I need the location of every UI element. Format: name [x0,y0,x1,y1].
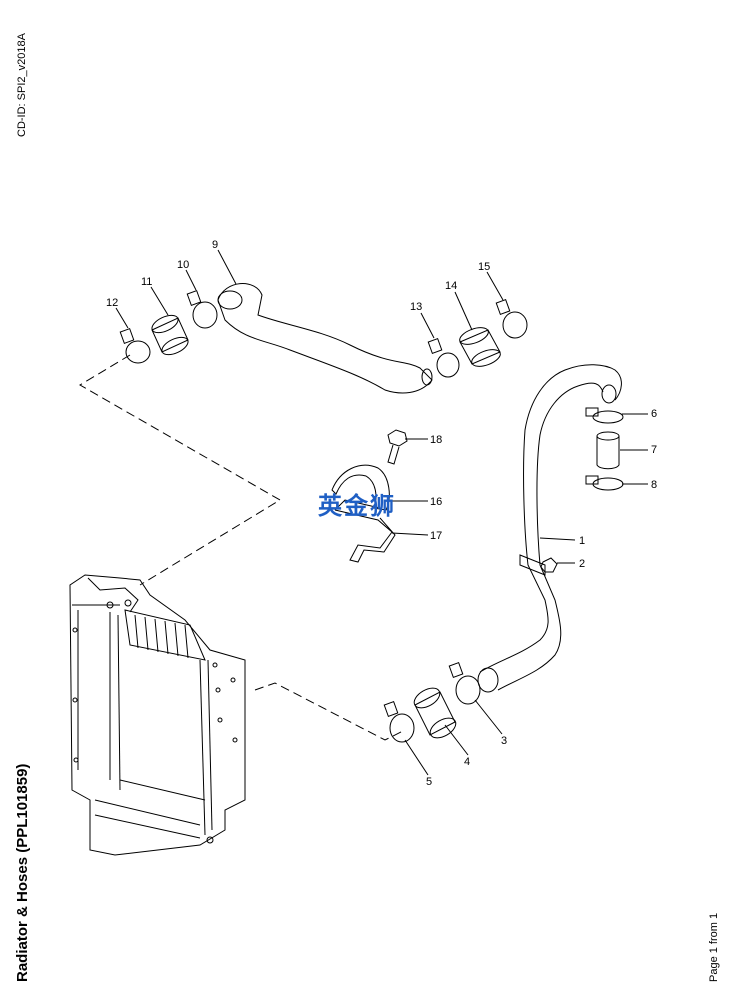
callout-13: 13 [410,301,422,313]
callout-11: 11 [141,276,152,288]
pipe-long [477,364,622,693]
callout-4: 4 [464,756,470,768]
watermark-text: 英金狮 [318,492,396,520]
callout-5: 5 [426,776,432,788]
clamp-15 [495,299,528,339]
radiator-assembly [69,574,246,856]
callout-17: 17 [430,530,442,542]
clamp-8 [585,475,624,491]
bracket-17 [334,499,396,563]
callout-8: 8 [651,479,657,491]
radiator-core-fins [134,614,189,659]
callout-labels: 1 2 3 4 5 6 7 8 9 10 11 12 13 14 15 16 1… [106,239,657,788]
hose-upper [217,283,433,394]
sleeve-4 [413,687,457,739]
callout-9: 9 [212,239,218,251]
sleeve-11 [151,314,189,356]
clamp-12 [119,328,151,364]
callout-14: 14 [445,280,457,292]
clamp-10 [186,290,218,329]
callout-6: 6 [651,408,657,420]
callout-12: 12 [106,297,118,309]
callout-1: 1 [579,535,585,547]
clamp-6 [585,407,624,424]
clamp-5 [383,701,415,743]
callout-18: 18 [430,434,442,446]
dashed-guide-lines [79,354,406,741]
callout-3: 3 [501,735,507,747]
callout-15: 15 [478,261,490,273]
callout-7: 7 [651,444,657,456]
strap-16 [331,464,390,511]
clamp-3 [448,662,481,705]
clamp-13 [427,338,460,378]
callout-10: 10 [177,259,189,271]
sleeve-7 [596,431,620,470]
callout-16: 16 [430,496,442,508]
callout-2: 2 [579,558,585,570]
sleeve-14 [459,327,501,367]
leader-lines [115,249,648,776]
bolt-18 [387,429,408,465]
bolt-2 [540,557,558,573]
